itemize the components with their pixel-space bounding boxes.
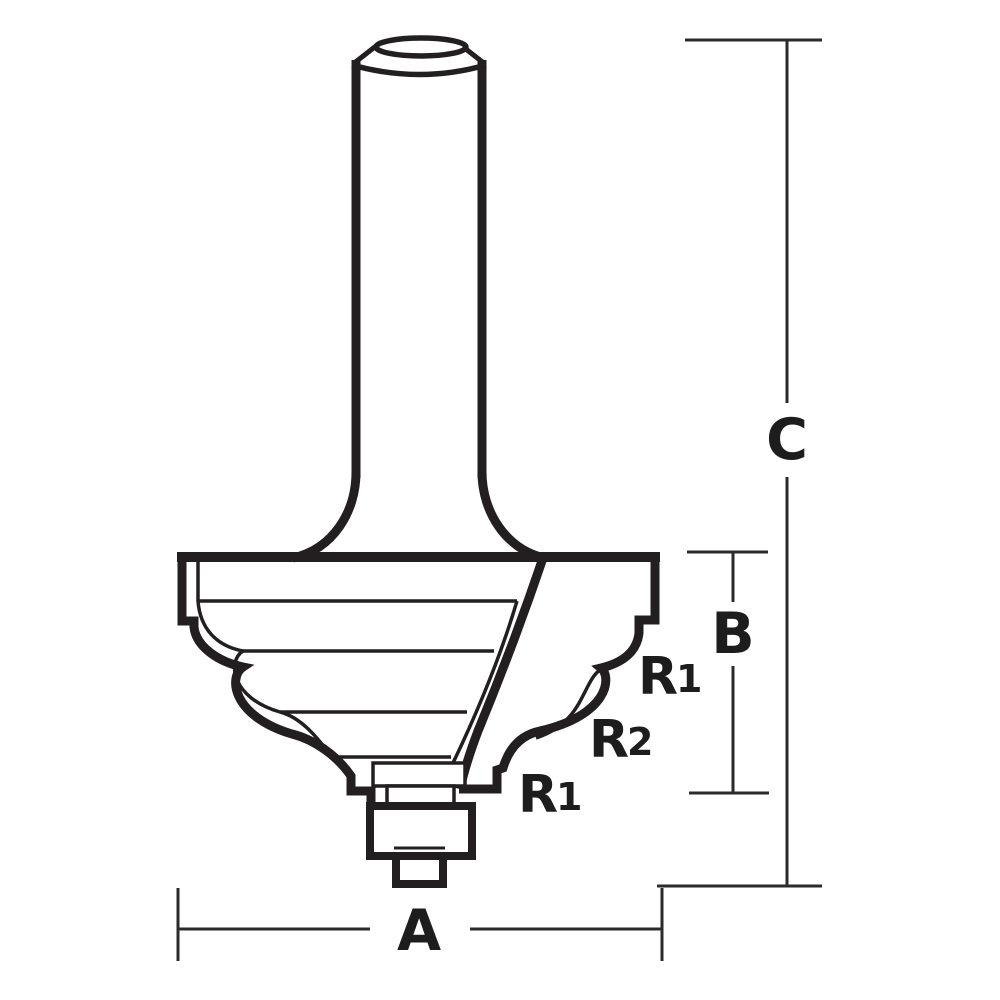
flare-left xyxy=(291,471,361,563)
flute-back-edge xyxy=(451,600,519,764)
dimension-lines xyxy=(176,38,822,961)
label-r2: R 2 xyxy=(589,710,653,770)
label-r1-bottom: R 1 xyxy=(518,765,582,825)
inner-profile-left xyxy=(196,562,333,758)
shank-chamfer-left xyxy=(351,44,378,66)
label-b: B xyxy=(711,601,754,667)
label-a: A xyxy=(397,898,441,964)
flute-leading-edge xyxy=(455,556,548,790)
label-r1-top-main: R xyxy=(638,647,678,707)
dim-line-c xyxy=(657,38,822,888)
label-r1-top-sub: 1 xyxy=(676,657,702,701)
label-c: C xyxy=(766,407,808,473)
shank-top-rim xyxy=(373,35,469,59)
inner-profile-right xyxy=(535,668,602,740)
bearing-washer-upper xyxy=(371,761,467,788)
dim-line-b xyxy=(687,550,769,795)
head-profile-left xyxy=(177,552,376,806)
bit-shank xyxy=(291,35,546,563)
head-profile-right xyxy=(459,552,660,794)
label-r1-top: R 1 xyxy=(638,647,702,707)
pilot-bearing-assembly xyxy=(366,761,476,888)
mounting-screw xyxy=(392,858,447,888)
label-r2-sub: 2 xyxy=(627,720,653,764)
dim-line-a xyxy=(176,888,664,961)
label-r1-bottom-sub: 1 xyxy=(556,775,582,819)
label-r2-main: R xyxy=(589,710,629,770)
flare-right xyxy=(477,471,546,563)
cutter-head xyxy=(177,552,660,806)
label-r1-bottom-main: R xyxy=(518,765,558,825)
shank-chamfer-arc xyxy=(351,62,487,78)
